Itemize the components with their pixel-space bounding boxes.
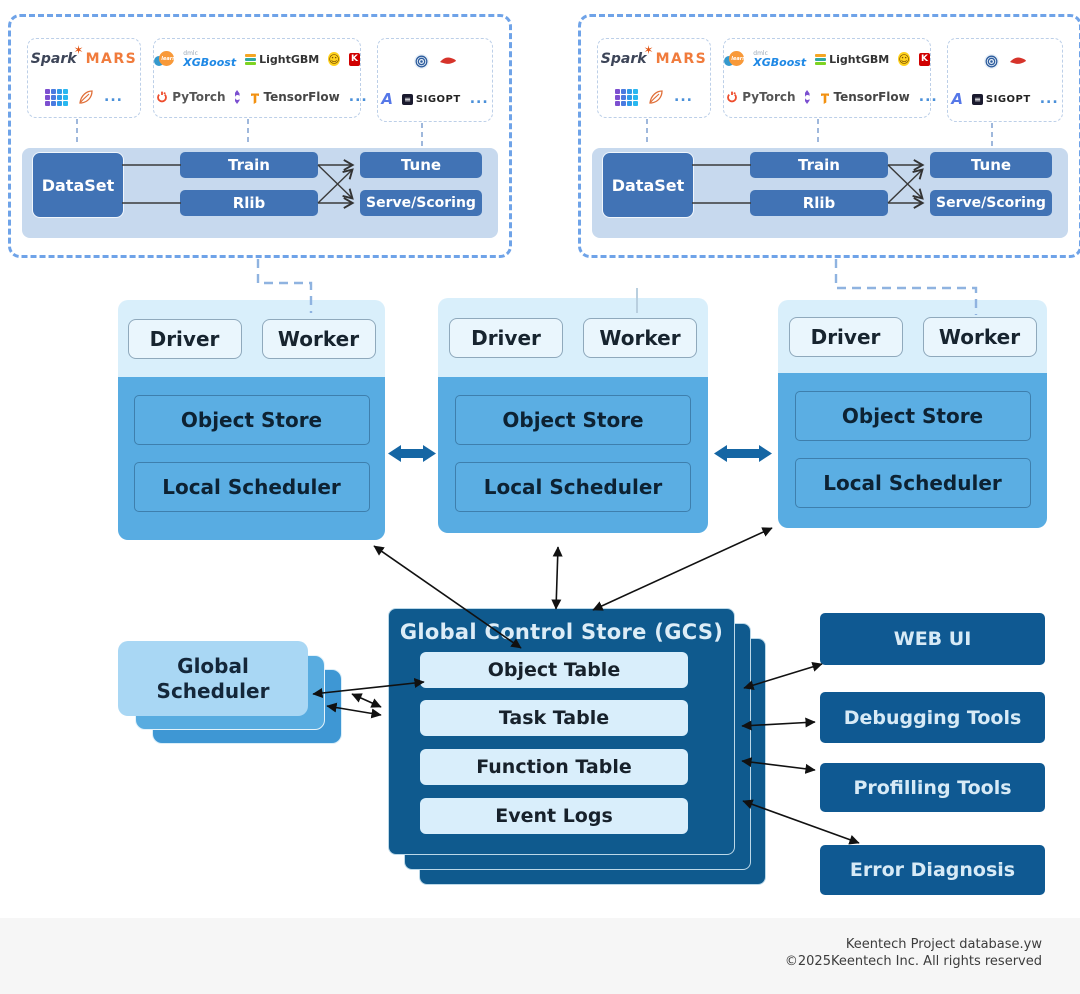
sigopt-logo: SIGOPT — [401, 93, 461, 105]
gcs-event-logs: Event Logs — [420, 798, 688, 834]
dataset-box: DataSet — [32, 152, 124, 218]
gcs-function-table: Function Table — [420, 749, 688, 785]
tensorflow-icon — [250, 93, 259, 104]
optuna-icon — [414, 53, 429, 69]
tune-box: Tune — [930, 152, 1052, 178]
red-wing-icon — [1010, 57, 1026, 64]
compute-frameworks-logos: Spark MARS ... — [597, 38, 711, 118]
worker-box: Worker — [922, 316, 1037, 357]
keras-icon: K — [349, 52, 361, 66]
node-runtime-section: Object Store Local Scheduler — [118, 377, 385, 540]
driver-box: Driver — [127, 318, 242, 359]
mars-logo: MARS — [655, 51, 708, 67]
gcs-box: Global Control Store (GCS) Object Table … — [388, 608, 735, 855]
footer-credit: Keentech Project database.yw ©2025Keente… — [785, 936, 1042, 970]
mars-logo: MARS — [85, 51, 138, 67]
driver-box: Driver — [449, 317, 563, 358]
worker-box: Worker — [261, 318, 376, 359]
rlib-box: Rlib — [750, 190, 888, 216]
global-scheduler-card: Global Scheduler — [118, 641, 308, 716]
worker-node-2: Driver Worker Object Store Local Schedul… — [438, 298, 708, 533]
tuning-tools-logos: A SIGOPT ... — [377, 38, 493, 122]
node-process-section: Driver Worker — [778, 300, 1047, 373]
data-grid-icon — [45, 88, 69, 106]
leaf-icon — [79, 90, 93, 104]
debugging-tools-box: Debugging Tools — [820, 692, 1045, 743]
ellipsis-icon: ... — [469, 91, 489, 107]
ax-logo: A — [381, 90, 393, 108]
object-store-box: Object Store — [133, 395, 370, 445]
train-box: Train — [180, 152, 318, 178]
train-box: Train — [750, 152, 888, 178]
rlib-box: Rlib — [180, 190, 318, 216]
worker-node-3: Driver Worker Object Store Local Schedul… — [778, 300, 1047, 528]
gcs-task-table: Task Table — [420, 700, 688, 736]
pytorch-flame-icon — [727, 91, 738, 103]
scikit-learn-logo: learn — [724, 51, 746, 67]
ax-logo: A — [951, 90, 963, 108]
ellipsis-icon: ... — [674, 89, 693, 105]
compute-frameworks-logos: Spark MARS ... — [27, 38, 141, 118]
node-runtime-section: Object Store Local Scheduler — [778, 373, 1047, 528]
sigopt-logo: SIGOPT — [971, 93, 1031, 105]
hexagon-icon — [804, 90, 810, 104]
data-grid-icon — [615, 88, 639, 106]
keras-icon: K — [919, 52, 931, 66]
serve-scoring-box: Serve/Scoring — [930, 190, 1052, 216]
profilling-tools-box: Profilling Tools — [820, 763, 1045, 812]
tuning-tools-logos: A SIGOPT ... — [947, 38, 1063, 122]
ellipsis-icon: ... — [1039, 91, 1059, 107]
optuna-icon — [984, 53, 999, 69]
spark-logo: Spark — [601, 43, 654, 67]
dataset-box: DataSet — [602, 152, 694, 218]
ellipsis-icon: ... — [348, 89, 368, 105]
object-store-box: Object Store — [794, 391, 1031, 441]
tune-box: Tune — [360, 152, 482, 178]
pytorch-logo: PyTorch — [725, 90, 796, 104]
hexagon-icon — [234, 90, 240, 104]
tensorflow-logo: TensorFlow — [249, 90, 340, 104]
node-process-section: Driver Worker — [118, 300, 385, 377]
spark-logo: Spark — [31, 43, 84, 67]
gcs-object-table: Object Table — [420, 652, 688, 688]
lightgbm-logo: LightGBM — [815, 53, 889, 66]
error-diagnosis-box: Error Diagnosis — [820, 845, 1045, 895]
ray-api-panel: DataSet Train Rlib Tune Serve/Scoring — [22, 148, 498, 238]
ellipsis-icon: ... — [918, 89, 938, 105]
gcs-title: Global Control Store (GCS) — [399, 620, 724, 644]
pytorch-logo: PyTorch — [155, 90, 226, 104]
node-process-section: Driver Worker — [438, 298, 708, 377]
object-store-box: Object Store — [455, 395, 691, 445]
driver-box: Driver — [788, 316, 903, 357]
tensorflow-logo: TensorFlow — [819, 90, 910, 104]
web-ui-box: WEB UI — [820, 613, 1045, 665]
scikit-learn-logo: learn — [154, 51, 176, 67]
local-scheduler-box: Local Scheduler — [455, 462, 691, 512]
ray-api-panel: DataSet Train Rlib Tune Serve/Scoring — [592, 148, 1068, 238]
local-scheduler-box: Local Scheduler — [133, 462, 370, 512]
footer-line-1: Keentech Project database.yw — [845, 937, 1042, 952]
huggingface-icon — [328, 52, 341, 66]
lightgbm-logo: LightGBM — [245, 53, 319, 66]
leaf-icon — [649, 90, 663, 104]
worker-box: Worker — [583, 317, 697, 358]
footer-band — [0, 918, 1080, 994]
pytorch-flame-icon — [157, 91, 168, 103]
node-runtime-section: Object Store Local Scheduler — [438, 377, 708, 533]
tensorflow-icon — [820, 93, 829, 104]
red-wing-icon — [440, 57, 456, 64]
global-scheduler-label: Global Scheduler — [156, 653, 270, 703]
local-scheduler-box: Local Scheduler — [794, 458, 1031, 508]
huggingface-icon — [898, 52, 911, 66]
footer-line-2: ©2025Keentech Inc. All rights reserved — [784, 954, 1042, 969]
ellipsis-icon: ... — [104, 89, 123, 105]
worker-node-1: Driver Worker Object Store Local Schedul… — [118, 300, 385, 540]
serve-scoring-box: Serve/Scoring — [360, 190, 482, 216]
